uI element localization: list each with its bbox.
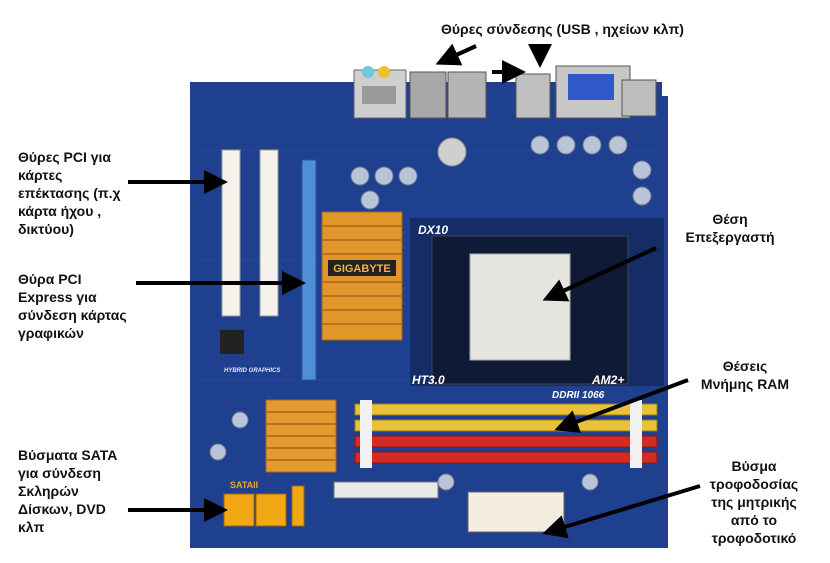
brand-text: GIGABYTE xyxy=(333,263,390,275)
cpu-socket: DX10 HT3.0 AM2+ xyxy=(410,218,664,387)
ide-connector xyxy=(334,482,438,498)
pcie-slot xyxy=(302,160,316,380)
southbridge-heatsink xyxy=(266,400,336,472)
socket-label-dx10: DX10 xyxy=(418,223,448,237)
label-sata: Βύσματα SATA για σύνδεση Σκληρών Δίσκων,… xyxy=(18,446,117,536)
atx-power-connector xyxy=(468,492,564,532)
label-cpu: Θέση Επεξεργαστή xyxy=(680,210,780,246)
cmos-battery xyxy=(438,138,466,166)
io-chip xyxy=(220,330,244,354)
socket-label-ht3: HT3.0 xyxy=(412,373,445,387)
label-ports: Θύρες σύνδεσης (USB , ηχείων κλπ) xyxy=(441,20,684,38)
label-ram: Θέσεις Μνήμης RAM xyxy=(690,357,800,393)
hybrid-graphics-label: HYBRID GRAPHICS xyxy=(224,368,280,374)
label-pcie: Θύρα PCI Express για σύνδεση κάρτας γραφ… xyxy=(18,270,127,342)
label-pci: Θύρες PCI για κάρτες επέκτασης (π.χ κάρτ… xyxy=(18,148,121,238)
sata-board-label: SATAII xyxy=(230,480,258,490)
label-psu: Βύσμα τροφοδοσίας της μητρικής από το τρ… xyxy=(694,457,814,547)
ddr-label: DDRII 1066 xyxy=(552,390,605,401)
chipset-heatsink: GIGABYTE xyxy=(322,212,402,340)
socket-label-am2: AM2+ xyxy=(591,373,624,387)
